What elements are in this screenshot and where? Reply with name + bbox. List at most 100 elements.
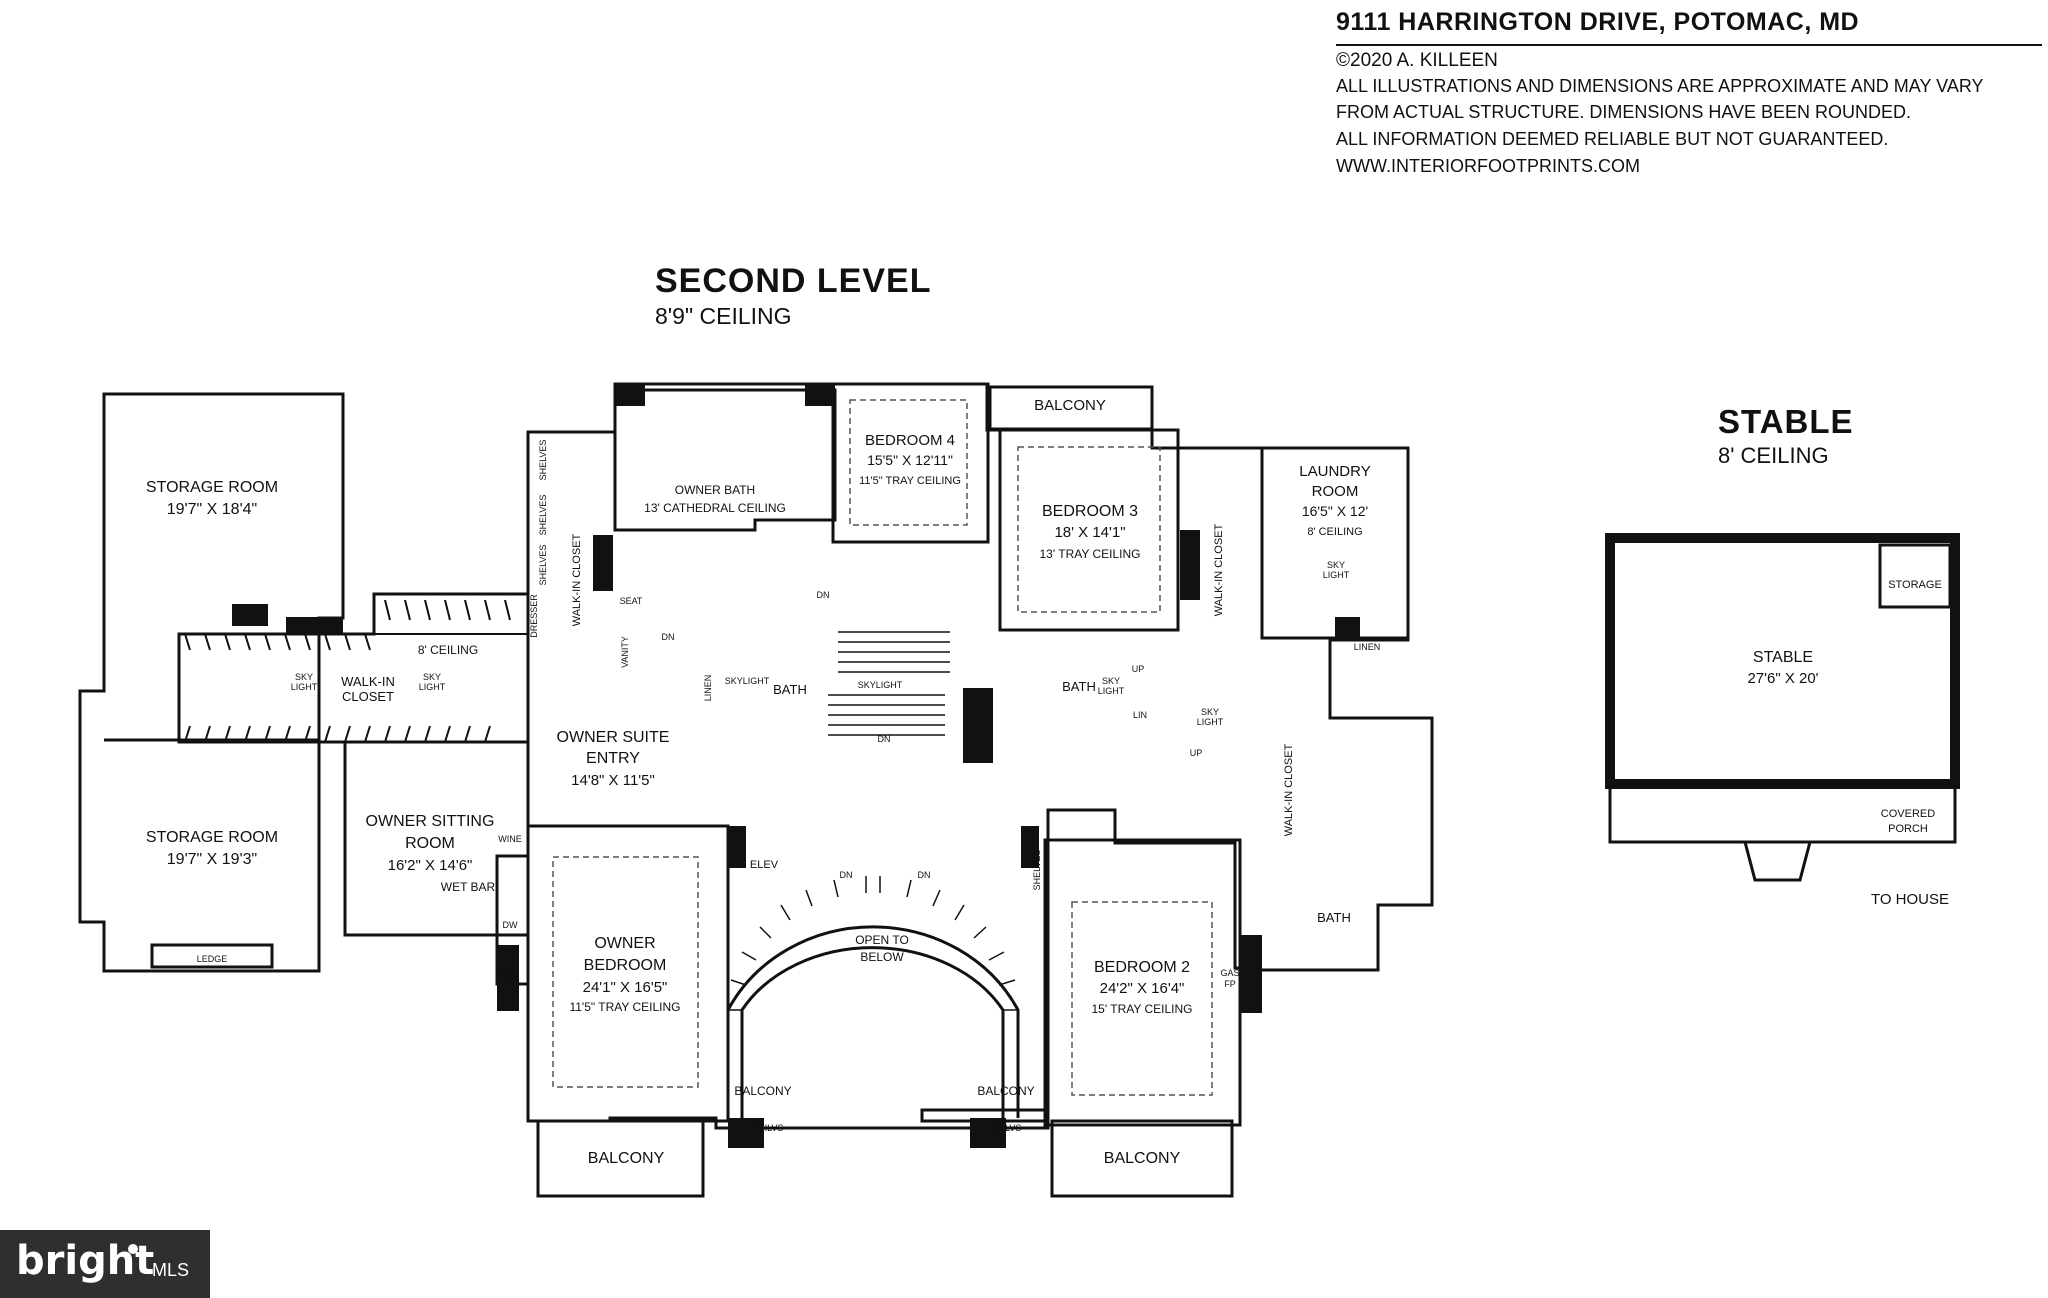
balcony-right-outline — [1050, 1119, 1234, 1198]
owner-bath-ceiling: 13' CATHEDRAL CEILING — [644, 501, 786, 515]
owner-sitting-room-dims: 16'2" X 14'6" — [388, 857, 473, 874]
bedroom-3-ceiling: 13' TRAY CEILING — [1040, 547, 1141, 561]
wall-block — [970, 1118, 1006, 1148]
gas-label-right: GAS — [1220, 968, 1239, 978]
owner-suite-entry-name: OWNER SUITE — [557, 729, 670, 746]
light-label-bath: LIGHT — [1098, 686, 1125, 696]
bedroom-4-dims: 15'5" X 12'11" — [867, 452, 953, 468]
closet-shelving — [179, 599, 528, 743]
dn-label-5: DN — [918, 870, 931, 880]
elevator-label: ELEV — [750, 859, 779, 871]
disclaimer-line-3: ALL INFORMATION DEEMED RELIABLE BUT NOT … — [1336, 129, 1889, 149]
wall-block — [728, 1118, 764, 1148]
wall-block — [593, 535, 613, 591]
bedroom-4-tray — [849, 399, 968, 526]
fireplace-right — [1240, 935, 1262, 1013]
wall-block — [1180, 530, 1200, 600]
second-level-title: SECOND LEVEL — [655, 262, 932, 300]
light-label-2: LIGHT — [419, 682, 446, 692]
linen-label: LINEN — [1354, 642, 1381, 652]
bedroom-3-dims: 18' X 14'1" — [1054, 524, 1125, 541]
shelves-label-1: SHELVES — [538, 440, 548, 481]
light-label-1: LIGHT — [291, 682, 318, 692]
balcony-inner-right-label: BALCONY — [977, 1084, 1034, 1098]
copyright-notice: ©2020 A. KILLEEN — [1336, 50, 1498, 71]
stable-room-name: STABLE — [1753, 649, 1813, 666]
owner-bedroom-tray — [552, 856, 699, 1088]
light-label-laundry: LIGHT — [1323, 570, 1350, 580]
header-rule — [1336, 44, 2042, 46]
walk-in-closet-label-2: WALK-IN CLOSET — [1213, 523, 1225, 616]
owner-bath-name: OWNER BATH — [675, 483, 755, 497]
shelves-label-left: SHLVS — [755, 1123, 784, 1133]
open-to-below-outline — [740, 946, 1005, 1130]
fireplace-left — [497, 945, 519, 1011]
sky-label-laundry: SKY — [1327, 560, 1345, 570]
stable-room-dims: 27'6" X 20' — [1747, 670, 1818, 687]
wall-block — [805, 384, 835, 406]
wall-block — [286, 617, 343, 634]
covered-porch-label: COVERED — [1881, 808, 1935, 820]
open-to-below-name: OPEN TO — [855, 933, 909, 947]
fp-label-right: FP — [1224, 979, 1236, 989]
stair-curve-outer — [726, 925, 1020, 1118]
ledge-label: LEDGE — [197, 954, 228, 964]
ledge-box — [150, 943, 274, 969]
sky-label-1: SKY — [295, 672, 313, 682]
bright-mls-logo: bright MLS — [0, 1230, 210, 1298]
wet-bar-label: WET BAR — [441, 880, 496, 894]
wall-block — [1021, 826, 1039, 868]
bedroom-3-tray — [1017, 446, 1161, 613]
storage-room-2-dims: 19'7" X 19'3" — [167, 851, 257, 868]
walk-in-closet-name: WALK-IN — [341, 674, 395, 689]
wine-label: WINE — [498, 834, 522, 844]
chimney-block — [232, 604, 268, 626]
linen-label-vertical: LINEN — [703, 675, 713, 702]
balcony-left-outline — [536, 1119, 705, 1198]
balcony-left-label: BALCONY — [588, 1150, 665, 1167]
gas-label-left: GAS — [498, 966, 517, 976]
light-label-hall: LIGHT — [1197, 717, 1224, 727]
shelves-label-3: SHELVES — [538, 545, 548, 586]
wall-block — [728, 826, 746, 868]
shelves-label-2: SHELVES — [538, 495, 548, 536]
bedroom-4-ceiling: 11'5" TRAY CEILING — [859, 475, 961, 487]
bath-right-label: BATH — [1317, 910, 1351, 925]
laundry-ceiling: 8' CEILING — [1307, 526, 1362, 538]
bedroom-2-name: BEDROOM 2 — [1094, 959, 1190, 976]
wall-block — [963, 688, 993, 763]
storage-room-1-dims: 19'7" X 18'4" — [167, 501, 257, 518]
up-label-1: UP — [1132, 664, 1145, 674]
owner-bedroom-ceiling: 11'5" TRAY CEILING — [569, 1000, 680, 1014]
dw-label: DW — [503, 920, 518, 930]
website-link[interactable]: WWW.INTERIORFOOTPRINTS.COM — [1336, 156, 1640, 176]
tray-ceiling-lines — [552, 399, 1213, 1096]
laundry-name: LAUNDRY — [1299, 463, 1370, 480]
logo-dot-icon — [128, 1244, 138, 1254]
balcony-inner-left-label: BALCONY — [734, 1084, 791, 1098]
walk-in-closet-name2: CLOSET — [342, 689, 394, 704]
closet-corridor-outline — [177, 592, 530, 744]
wall-block — [1335, 617, 1360, 639]
staircase-treads — [728, 631, 1018, 1011]
covered-porch-outline — [1608, 784, 1957, 844]
open-to-below-name2: BELOW — [860, 950, 904, 964]
bedroom-4-name: BEDROOM 4 — [865, 432, 955, 449]
skylight-label-stairs: SKYLIGHT — [858, 680, 903, 690]
owner-sitting-room-name2: ROOM — [405, 835, 455, 852]
bedroom-3-outline — [998, 428, 1180, 632]
up-label-2: UP — [1190, 748, 1203, 758]
lin-label: LIN — [1133, 710, 1147, 720]
walk-in-closet-label-1: WALK-IN CLOSET — [571, 533, 583, 626]
fp-label-left: FP — [502, 977, 514, 987]
balcony-right-label: BALCONY — [1104, 1150, 1181, 1167]
outer-walls — [78, 382, 1960, 1198]
laundry-dims: 16'5" X 12' — [1302, 503, 1368, 519]
logo-sub: MLS — [152, 1260, 190, 1280]
owner-bedroom-name: OWNER — [594, 935, 655, 952]
porch-steps — [1743, 841, 1812, 882]
bedroom-2-tray — [1071, 901, 1213, 1096]
storage-room-2-name: STORAGE ROOM — [146, 829, 278, 846]
dn-label-3: DN — [878, 734, 891, 744]
